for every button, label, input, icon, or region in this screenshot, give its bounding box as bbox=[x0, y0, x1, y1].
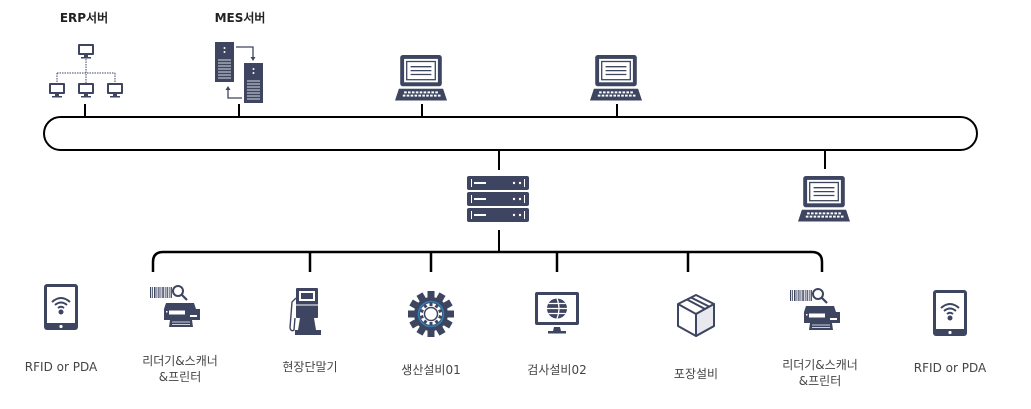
field-network-bus bbox=[151, 250, 824, 272]
reader-right-label-line1: 리더기&스캐너 bbox=[782, 358, 858, 372]
barcode-printer-icon[interactable] bbox=[148, 284, 202, 329]
reader-left-label: 리더기&스캐너 &프린터 bbox=[130, 353, 230, 385]
reader-left-label-line1: 리더기&스캐너 bbox=[142, 354, 218, 368]
terminal-label: 현장단말기 bbox=[282, 360, 338, 374]
tablet-wifi-icon[interactable] bbox=[932, 289, 968, 337]
network-hierarchy-icon bbox=[49, 44, 123, 98]
packaging-label: 포장설비 bbox=[673, 367, 719, 381]
tablet-wifi-icon[interactable] bbox=[43, 283, 79, 331]
erp-server-label: ERP서버 bbox=[59, 11, 109, 25]
rfid-right-label: RFID or PDA bbox=[913, 361, 987, 375]
reader-right-label: 리더기&스캐너 &프린터 bbox=[770, 357, 870, 389]
main-network-bus bbox=[43, 116, 978, 151]
gear-icon[interactable] bbox=[407, 290, 455, 338]
reader-left-label-line2: &프린터 bbox=[158, 370, 202, 384]
laptop-icon[interactable] bbox=[589, 54, 643, 102]
laptop-icon[interactable] bbox=[797, 175, 851, 223]
rfid-left-label: RFID or PDA bbox=[24, 360, 98, 374]
reader-right-label-line2: &프린터 bbox=[798, 374, 842, 388]
production-label: 생산설비01 bbox=[401, 363, 461, 377]
globe-monitor-icon[interactable] bbox=[534, 291, 580, 335]
server-sync-icon bbox=[215, 42, 263, 103]
box-icon[interactable] bbox=[677, 294, 715, 337]
fuel-terminal-icon[interactable] bbox=[289, 287, 322, 336]
server-rack-icon[interactable] bbox=[467, 176, 529, 222]
inspection-label: 검사설비02 bbox=[527, 363, 587, 377]
laptop-icon[interactable] bbox=[394, 54, 448, 102]
barcode-printer-icon[interactable] bbox=[788, 287, 842, 332]
mes-server-label: MES서버 bbox=[214, 11, 266, 25]
